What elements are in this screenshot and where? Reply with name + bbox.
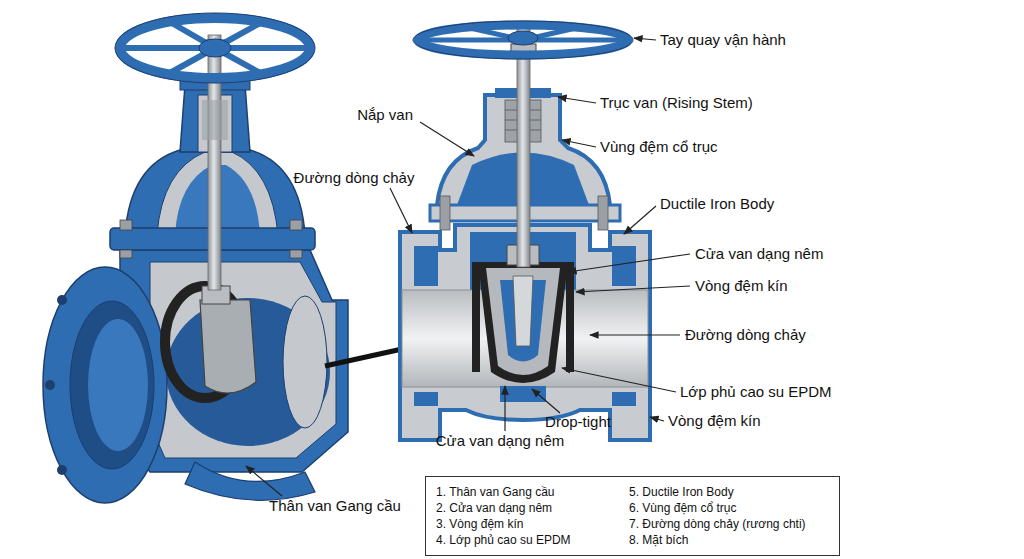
left-handwheel [115,13,315,83]
left-bonnet [120,250,132,258]
callout-label: Lớp phủ cao su EPDM [680,383,832,401]
left-flange [70,301,154,469]
left-flange [43,267,167,503]
leader-lines [246,466,282,496]
left-bonnet [290,250,302,258]
left-flange [43,267,167,503]
leader-lines [590,334,680,335]
left-body [185,462,315,500]
table-entry: 2. Cửa van dạng nêm [436,500,629,516]
right-body [500,386,546,402]
callout-label: Tay quay vận hành [660,31,786,49]
table-entry: 7. Đường dòng chảy (rương chti) [629,516,829,532]
table-entry: 4. Lớp phủ cao su EPDM [436,532,629,548]
right-handwheel [413,21,633,59]
leader-lines [390,188,412,233]
leader-lines [420,122,474,156]
leader-lines [576,286,690,292]
callout-label: Cửa van dạng nêm [436,432,564,450]
left-flange [57,465,67,475]
leader-lines [558,97,596,103]
right-body [612,246,636,286]
right-wedge-gate [486,268,560,375]
left-body [150,262,336,458]
table-entry: 6. Vùng đệm cổ trục [629,500,829,516]
right-body [414,246,438,286]
callout-label: Ductile Iron Body [660,195,774,213]
left-body [283,296,327,428]
callout-label: Cửa van dạng nêm [695,245,823,263]
callout-label: Drop-tight [545,413,611,431]
right-wedge-gate [478,262,568,383]
table-entry: 8. Mặt bích [629,532,829,548]
leader-lines [562,368,676,392]
leader-lines [532,389,560,413]
left-valve [43,13,348,503]
table-entry: 5. Ductile Iron Body [629,484,829,500]
left-handwheel [115,13,315,83]
left-flange [88,319,148,451]
right-wedge-gate [513,276,533,346]
left-flange [57,295,67,305]
leader-lines [634,38,656,40]
right-valve [400,21,650,440]
callout-label: Đường dòng chảy [685,326,806,344]
leader-lines [624,206,656,234]
left-wedge-gate [165,286,256,398]
leader-lines [504,386,505,431]
right-body [414,392,438,406]
right-handwheel [413,21,633,59]
right-bonnet [440,196,450,230]
right-wedge-gate [472,262,480,372]
legend-table-box: 1. Thân van Gang cầu2. Cửa van dạng nêm3… [425,476,840,556]
left-bonnet [290,220,302,230]
leader-lines [562,140,596,147]
callout-label: Đường dòng chảy [294,169,415,187]
left-handwheel [199,39,231,57]
right-wedge-gate [566,262,574,372]
leader-lines [650,417,664,421]
right-body [612,392,636,406]
left-stem [202,100,228,140]
callout-label: Vòng đệm kín [668,412,761,430]
left-handwheel [120,18,310,78]
table-entry: 3. Vòng đệm kín [436,516,629,532]
left-flange [45,380,55,390]
table-entry: 1. Thân van Gang cầu [436,484,629,500]
callout-label: Vùng đệm cổ trục [600,138,718,156]
left-bonnet [120,220,132,230]
callout-label: Thân van Gang cầu [269,497,401,515]
callout-label: Nắp van [357,106,413,124]
callout-label: Vòng đệm kín [695,277,788,295]
right-handwheel [508,31,538,45]
callout-label: Trục van (Rising Stem) [600,94,753,112]
leader-lines [568,254,690,272]
right-handwheel [418,25,628,55]
right-bonnet [598,196,608,230]
left-wedge-gate [200,300,256,393]
